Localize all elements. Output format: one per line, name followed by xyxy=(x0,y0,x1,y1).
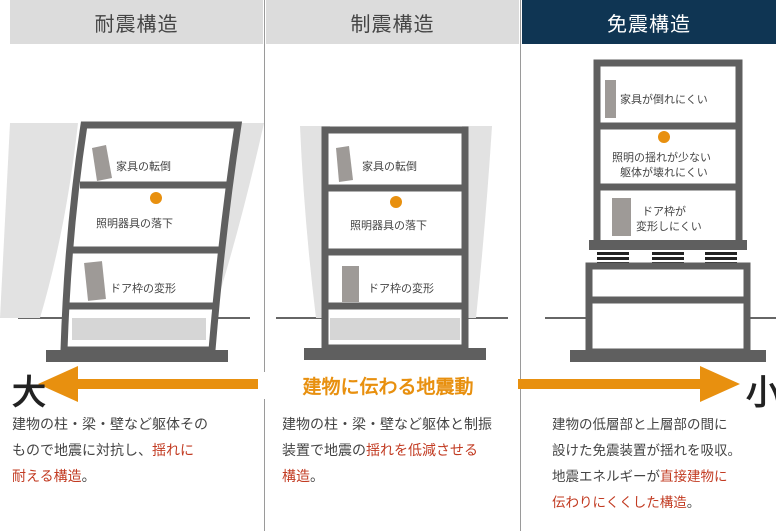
header-vibration-control: 制震構造 xyxy=(266,0,519,44)
description-text: 。 xyxy=(81,469,96,485)
lighting-icon xyxy=(150,192,162,204)
label-furniture: 家具の転倒 xyxy=(116,159,171,173)
description-base-isolation: 建物の低層部と上層部の間に 設けた免震装置が揺れを吸収。 地震エネルギーが直接建… xyxy=(552,412,776,516)
furniture-icon xyxy=(92,145,112,181)
furniture-icon xyxy=(605,80,616,118)
label-lighting: 照明器具の落下 xyxy=(96,217,173,230)
description-text: 。 xyxy=(686,495,701,511)
label-door: ドア枠の変形 xyxy=(110,281,176,295)
highlight-text: 直接建物に xyxy=(660,469,728,485)
foundation-base xyxy=(304,348,486,360)
column-divider-right xyxy=(520,0,521,531)
upper-base-slab xyxy=(589,240,747,250)
door-frame-icon xyxy=(342,266,359,302)
foundation-block xyxy=(596,318,740,342)
sway-shadow-right xyxy=(462,126,492,318)
building-frame xyxy=(60,121,243,354)
description-text: 設けた免震装置が揺れを吸収。 xyxy=(552,443,741,459)
description-text: 建物の柱・梁・壁など躯体その xyxy=(12,417,208,433)
foundation-base xyxy=(570,350,766,362)
column-divider-left xyxy=(264,0,265,531)
highlight-text: 構造 xyxy=(282,469,310,485)
building-vibration-control: 家具の転倒 照明器具の落下 ドア枠の変形 xyxy=(300,126,492,360)
label-furniture: 家具の転倒 xyxy=(362,159,417,173)
description-vibration-control: 建物の柱・梁・壁など躯体と制振 装置で地震の揺れを低減させる 構造。 xyxy=(282,412,518,490)
description-text: 建物の低層部と上層部の間に xyxy=(552,417,728,433)
highlight-text: 揺れに xyxy=(152,443,194,459)
description-seismic-resistance: 建物の柱・梁・壁など躯体その もので地震に対抗し、揺れに 耐える構造。 xyxy=(12,412,260,490)
building-seismic-resistance: 家具の転倒 照明器具の落下 ドア枠の変形 xyxy=(0,121,264,362)
label-small: 小 xyxy=(746,373,776,413)
label-door: ドア枠の変形 xyxy=(368,281,434,295)
sway-shadow-left xyxy=(0,123,78,318)
building-base-isolation: 家具が倒れにくい 照明の揺れが少ない 躯体が壊れにくい ドア枠が 変形しにくい xyxy=(570,59,766,362)
label-door-1: ドア枠が xyxy=(642,204,686,218)
foundation-base xyxy=(46,350,228,362)
foundation-block xyxy=(72,318,206,340)
upper-building-frame xyxy=(593,59,743,250)
foundation-block xyxy=(330,318,460,340)
arrow-label: 建物に伝わる地震動 xyxy=(258,372,518,399)
label-large: 大 xyxy=(12,373,46,413)
lighting-icon xyxy=(658,131,670,143)
arrow-head-right xyxy=(700,366,740,402)
furniture-icon xyxy=(336,146,353,182)
description-text: 。 xyxy=(310,469,324,485)
description-text: 地震エネルギーが xyxy=(552,469,660,485)
description-text: 装置で地震の xyxy=(282,443,366,459)
description-text: 建物の柱・梁・壁など躯体と制振 xyxy=(282,417,492,433)
label-furniture: 家具が倒れにくい xyxy=(620,92,708,106)
door-frame-icon xyxy=(84,261,106,301)
arrow-head-left xyxy=(38,366,78,402)
label-lighting: 照明器具の落下 xyxy=(350,219,427,232)
lighting-icon xyxy=(390,196,402,208)
label-door-2: 変形しにくい xyxy=(636,219,702,233)
label-lighting-1: 照明の揺れが少ない xyxy=(612,150,711,164)
door-frame-icon xyxy=(612,198,631,236)
highlight-text: 揺れを低減させる xyxy=(366,443,478,459)
label-lighting-2: 躯体が壊れにくい xyxy=(620,165,708,179)
highlight-text: 耐える構造 xyxy=(12,469,82,485)
header-seismic-resistance: 耐震構造 xyxy=(10,0,263,44)
header-base-isolation: 免震構造 xyxy=(522,0,776,44)
highlight-text: 伝わりにくくした構造 xyxy=(552,495,687,511)
description-text: もので地震に対抗し、 xyxy=(12,443,152,459)
